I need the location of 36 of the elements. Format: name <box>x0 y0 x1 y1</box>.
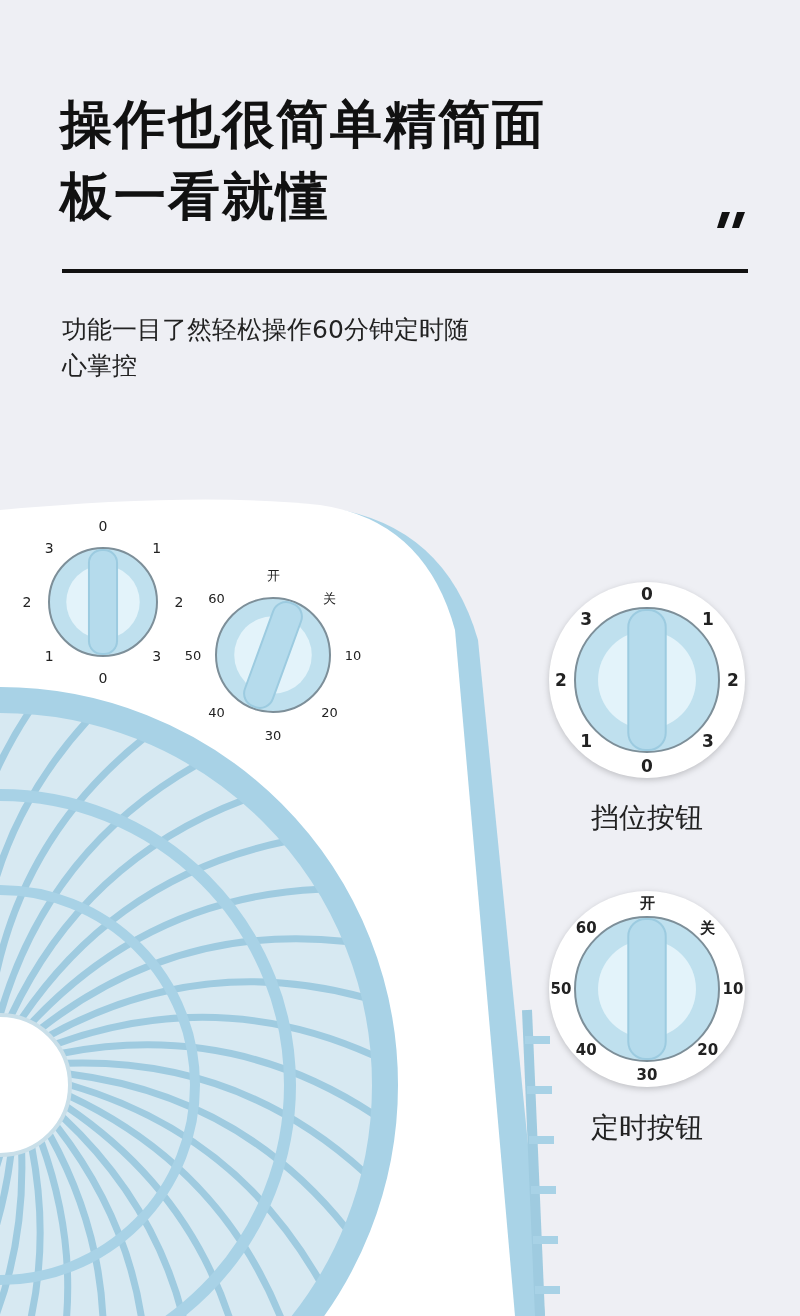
dial-mark: 20 <box>697 1042 719 1058</box>
dial-mark: 3 <box>580 610 593 628</box>
dial-mark: 40 <box>575 1042 597 1058</box>
dial-mark: 40 <box>208 705 225 719</box>
dial-mark: 1 <box>152 541 162 556</box>
dial-mark: 10 <box>722 981 744 997</box>
dial-mark: 2 <box>727 671 739 689</box>
dial-mark: 30 <box>264 728 282 742</box>
subtitle: 功能一目了然轻松操作60分钟定时随心掌控 <box>62 314 470 382</box>
dial-mark: 0 <box>641 757 653 775</box>
dial-mark: 关 <box>323 591 337 605</box>
title: 操作也很简单精简面板一看就懂 <box>60 93 547 228</box>
dial-mark: 50 <box>184 648 202 662</box>
dial-mark: 1 <box>701 610 714 628</box>
dial-mark: 60 <box>208 591 225 605</box>
dial-mark: 50 <box>550 981 572 997</box>
dial-mark: 1 <box>580 732 593 750</box>
dial-mark: 0 <box>98 519 108 533</box>
dial-mark: 3 <box>44 541 54 556</box>
dial-caption: 定时按钮 <box>591 1114 703 1142</box>
dial-mark: 10 <box>344 648 362 662</box>
dial-mark: 60 <box>575 920 597 936</box>
dial-caption: 挡位按钮 <box>591 804 703 832</box>
dial-mark: 开 <box>639 895 655 911</box>
dial-mark: 3 <box>701 732 714 750</box>
dial-mark: 2 <box>555 671 567 689</box>
dial-mark: 2 <box>22 595 32 609</box>
dial-mark: 0 <box>98 671 108 685</box>
dial-mark: 关 <box>700 920 716 936</box>
dial-mark: 1 <box>44 648 54 663</box>
dial-mark: 2 <box>174 595 184 609</box>
dial-mark: 30 <box>636 1067 658 1083</box>
dial-mark: 开 <box>266 568 280 582</box>
dial-mark: 0 <box>641 585 653 603</box>
dial-mark: 20 <box>321 705 338 719</box>
dial-mark: 3 <box>152 648 162 663</box>
